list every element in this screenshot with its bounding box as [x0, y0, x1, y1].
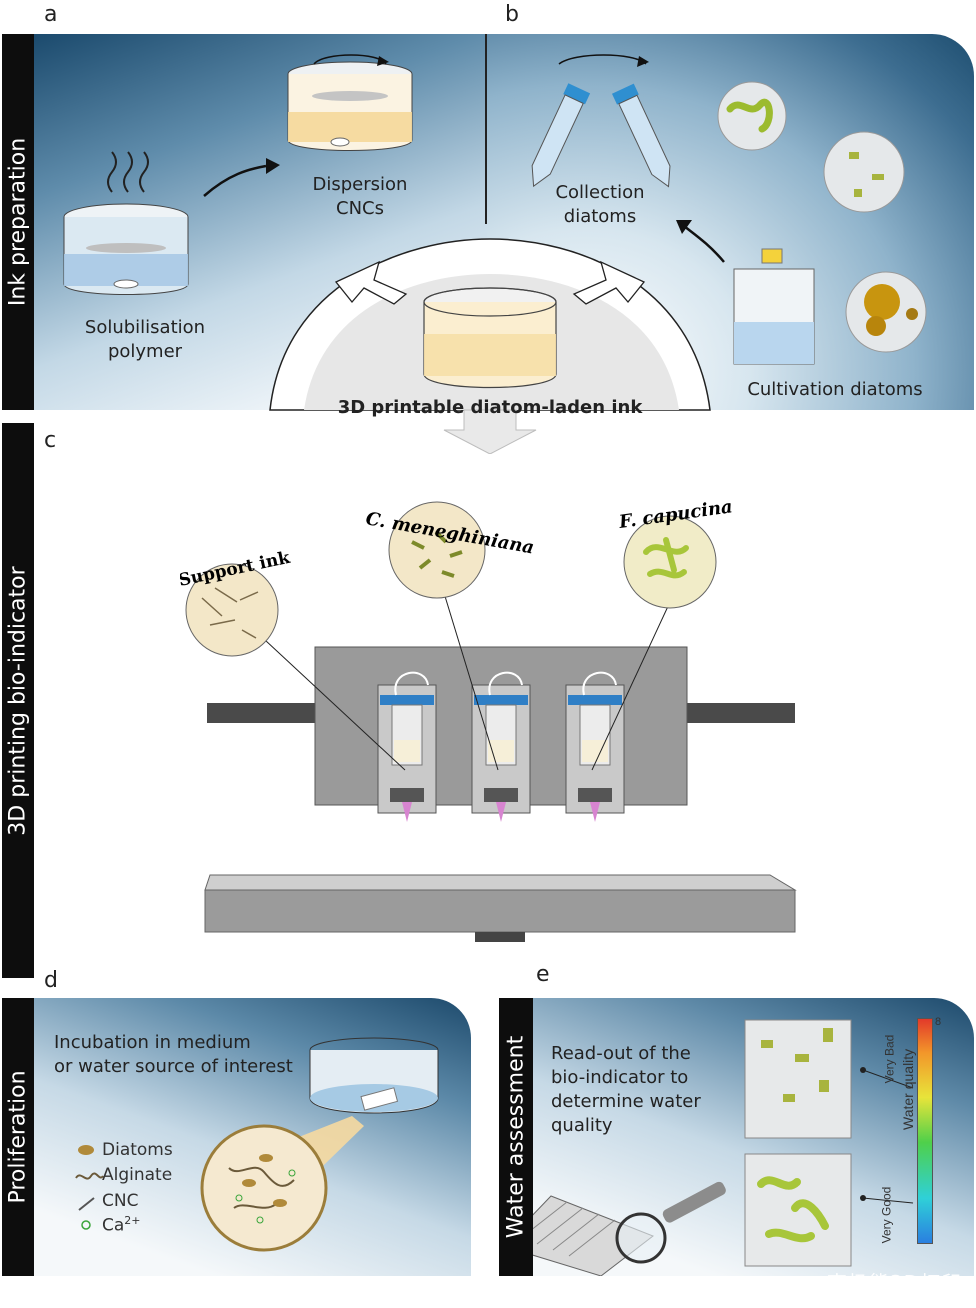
printing-label-layer: Support ink C. meneghiniana F. capucina	[180, 500, 734, 591]
culture-flask	[733, 248, 815, 365]
legend-calcium-label: Ca	[102, 1215, 125, 1236]
label-incubation-line1: Incubation in medium	[54, 1032, 251, 1053]
dispersion-beaker	[287, 54, 413, 151]
cnc-icon	[78, 1197, 95, 1211]
sidebar-3d-printing: 3D printing bio-indicator	[2, 423, 34, 978]
bad-quality-micrograph	[744, 1019, 852, 1139]
label-readout-line2: bio-indicator to	[551, 1067, 689, 1088]
label-c-meneghiniana: C. meneghiniana	[364, 508, 535, 558]
right-dome-arrow	[572, 260, 646, 305]
arrow-cultivation-to-collection	[683, 225, 725, 263]
label-incubation-line2: or water source of interest	[54, 1056, 293, 1077]
sidebar-ink-preparation-label: Ink preparation	[5, 137, 31, 307]
label-readout-line3: determine water	[551, 1091, 701, 1112]
support-ink-circle	[185, 563, 279, 657]
label-collection-line1: Collection	[555, 182, 645, 203]
label-collection: Collection diatoms	[535, 181, 665, 229]
sidebar-proliferation-label: Proliferation	[5, 1070, 31, 1204]
sidebar-water-assessment: Water assessment	[499, 998, 533, 1276]
magnifier-handle	[662, 1181, 726, 1223]
water-quality-scale	[917, 1018, 933, 1244]
label-dispersion-line1: Dispersion	[312, 174, 408, 195]
diatom-icon	[78, 1145, 94, 1155]
label-readout-line4: quality	[551, 1115, 613, 1136]
panel-letter-b: b	[505, 2, 519, 27]
build-plate-foot	[475, 932, 525, 942]
magnifier-lens	[615, 1212, 667, 1264]
label-solubilisation-line1: Solubilisation	[84, 317, 206, 338]
legend-diatoms: Diatoms	[102, 1140, 173, 1160]
syringe-bay-1	[377, 671, 437, 822]
panel-divider-ab	[485, 34, 487, 224]
ink-prep-illustration	[63, 54, 927, 454]
panel-letter-c: c	[44, 428, 57, 453]
panel-letter-d: d	[44, 968, 58, 993]
left-rail	[207, 703, 317, 723]
panel-letter-e: e	[536, 962, 550, 987]
legend-calcium: Ca2+	[102, 1214, 141, 1236]
label-solubilisation-line2: polymer	[107, 341, 183, 362]
diatom-micrograph-2	[823, 131, 905, 213]
label-dispersion-line2: CNCs	[336, 198, 384, 219]
scale-axis-label: Water quality	[900, 1048, 916, 1130]
c-meneghiniana-circle	[388, 501, 486, 599]
watermark: 南极熊3D打印	[826, 1271, 962, 1295]
down-arrow-to-printing	[443, 409, 537, 454]
label-readout-line1: Read-out of the	[551, 1043, 691, 1064]
label-incubation: Incubation in medium or water source of …	[54, 1031, 314, 1079]
label-solubilisation: Solubilisation polymer	[70, 316, 220, 364]
syringe-bay-3	[565, 671, 625, 822]
label-f-capucina: F. capucina	[617, 500, 734, 533]
collection-tubes	[531, 54, 671, 188]
label-support-ink: Support ink	[180, 548, 293, 591]
label-dispersion: Dispersion CNCs	[290, 173, 430, 221]
left-dome-arrow	[334, 260, 408, 305]
label-ink: 3D printable diatom-laden ink	[337, 397, 643, 418]
label-readout: Read-out of the bio-indicator to determi…	[551, 1042, 721, 1138]
water-assessment-illustration	[533, 1019, 914, 1276]
sidebar-ink-preparation: Ink preparation	[2, 34, 34, 410]
legend-alginate: Alginate	[102, 1165, 173, 1185]
sidebar-3d-printing-label: 3D printing bio-indicator	[5, 565, 31, 836]
scale-top-label: Very Bad	[882, 1034, 897, 1084]
solubilisation-beaker	[63, 151, 189, 295]
calcium-icon	[81, 1220, 91, 1230]
sidebar-proliferation: Proliferation	[2, 998, 34, 1276]
syringe-bay-2	[471, 671, 531, 822]
alginate-icon	[75, 1172, 104, 1180]
proliferation-zoom-circle	[200, 1124, 328, 1252]
label-collection-line2: diatoms	[563, 206, 637, 227]
build-plate-top	[204, 874, 797, 891]
diatom-micrograph-1	[717, 81, 787, 151]
legend-cnc: CNC	[102, 1191, 139, 1211]
diatom-micrograph-3	[845, 271, 927, 353]
scale-max-label: 8	[935, 1016, 942, 1028]
right-rail	[685, 703, 795, 723]
panel-letter-a: a	[44, 2, 58, 27]
build-plate-body	[204, 889, 796, 933]
arrow-solubilisation-to-dispersion	[203, 164, 267, 197]
scale-bottom-label: Very Good	[879, 1186, 894, 1244]
proliferation-illustration	[75, 1037, 439, 1252]
sidebar-water-assessment-label: Water assessment	[503, 1035, 529, 1239]
legend-calcium-charge: 2+	[124, 1214, 141, 1227]
printer-illustration	[185, 501, 797, 942]
label-cultivation: Cultivation diatoms	[747, 379, 923, 400]
